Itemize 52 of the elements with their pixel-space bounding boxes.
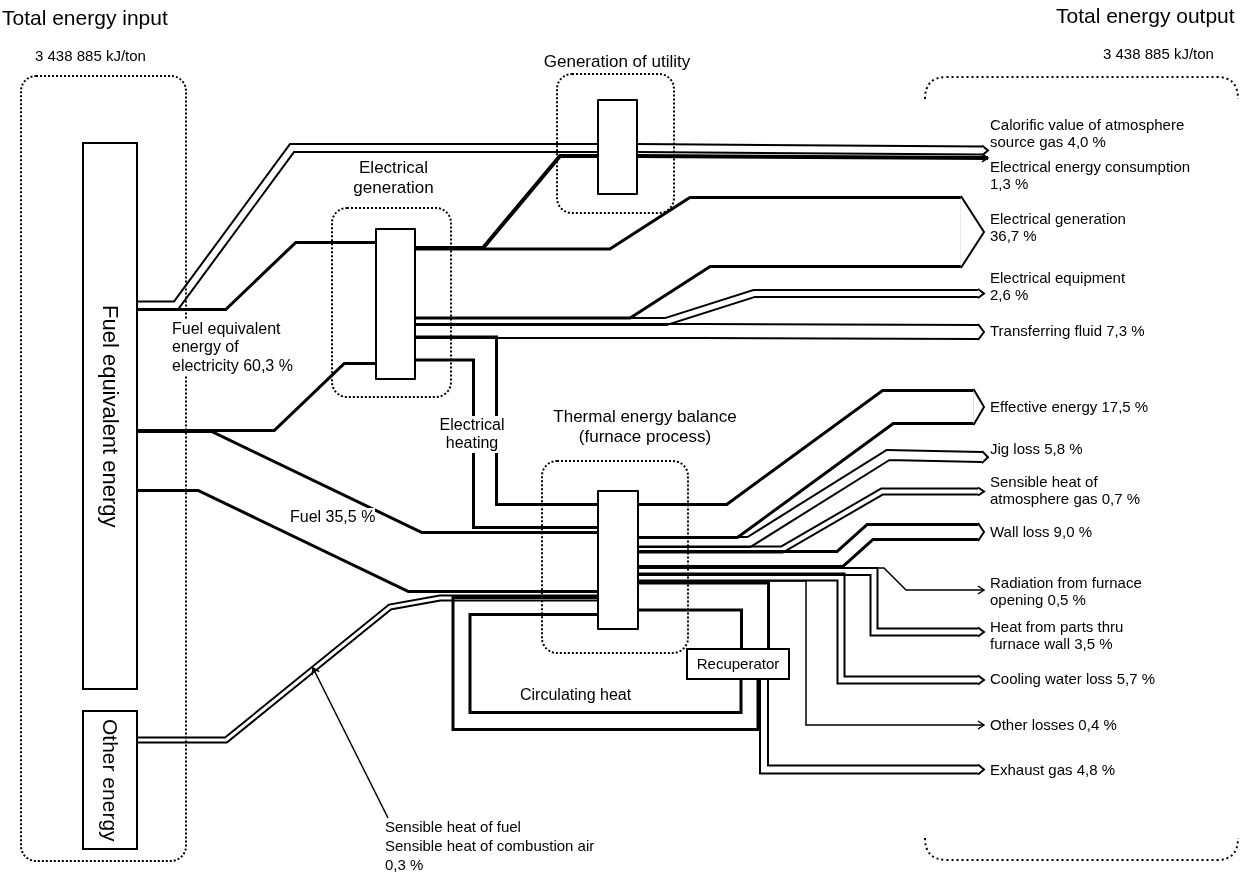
energy-flow-band (416, 323, 985, 341)
energy-flow-band (759, 680, 985, 776)
output-label: Heat from parts thru furnace wall 3,5 % (984, 618, 1140, 653)
output-label: Radiation from furnace opening 0,5 % (984, 574, 1155, 609)
total-value: 3 438 885 kJ/ton (35, 47, 147, 65)
energy-flow-band (416, 288, 985, 326)
energy-flow-band (639, 572, 985, 686)
flow-arrow (638, 567, 985, 595)
output-label: Sensible heat of atmosphere gas 0,7 % (984, 473, 1150, 508)
energy-flow-band (138, 594, 597, 744)
flow-arrow (638, 580, 985, 730)
output-label: Calorific value of atmosphere source gas 4,0 % (984, 116, 1205, 151)
component-label: Recuperator (696, 655, 780, 673)
diagram-heading: Total energy output (1056, 4, 1236, 29)
energy-flow-band (639, 448, 989, 548)
output-label: Wall loss 9,0 % (984, 523, 1230, 541)
process-box (597, 490, 639, 630)
energy-flow-band (451, 596, 760, 731)
leader-text: Sensible heat of fuel (385, 818, 522, 837)
flow-arrow (638, 153, 989, 163)
group-heading: Electrical generation (352, 158, 435, 198)
edge-label: Fuel 35,5 % (290, 508, 376, 527)
output-label: Cooling water loss 5,7 % (984, 670, 1230, 688)
edge-label: Circulating heat (520, 686, 632, 705)
output-label: Transferring fluid 7,3 % (984, 322, 1230, 340)
total-value: 3 438 885 kJ/ton (1103, 45, 1215, 63)
energy-flow-band (416, 195, 985, 320)
group-heading: Thermal energy balance (furnace process) (552, 407, 738, 447)
output-label: Electrical equipment 2,6 % (984, 269, 1140, 304)
energy-flow-band (639, 567, 985, 638)
diagram-heading: Total energy input (2, 6, 169, 31)
output-label: Effective energy 17,5 % (984, 398, 1230, 416)
output-label: Jig loss 5,8 % (984, 440, 1230, 458)
energy-flow-band (138, 143, 597, 311)
energy-flow-band (639, 522, 985, 568)
leader-line (311, 667, 389, 819)
output-label: Electrical energy consumption 1,3 % (984, 158, 1205, 193)
edge-label: Electrical heating (437, 416, 507, 453)
energy-source-bar (82, 710, 138, 850)
output-label: Exhaust gas 4,8 % (984, 761, 1230, 779)
output-label: Electrical generation 36,7 % (984, 210, 1150, 245)
output-label: Other losses 0,4 % (984, 716, 1230, 734)
source-label: Fuel equivalent energy (97, 304, 123, 528)
energy-flow-band (639, 388, 985, 539)
energy-flow-band (637, 143, 989, 157)
recuperator-box (686, 648, 790, 680)
leader-text: Sensible heat of combustion air 0,3 % (385, 836, 596, 875)
process-box (597, 99, 638, 195)
source-label: Other energy (98, 718, 123, 842)
process-box (375, 228, 416, 380)
energy-source-bar (82, 142, 138, 690)
group-heading: Generation of utility (542, 52, 692, 72)
